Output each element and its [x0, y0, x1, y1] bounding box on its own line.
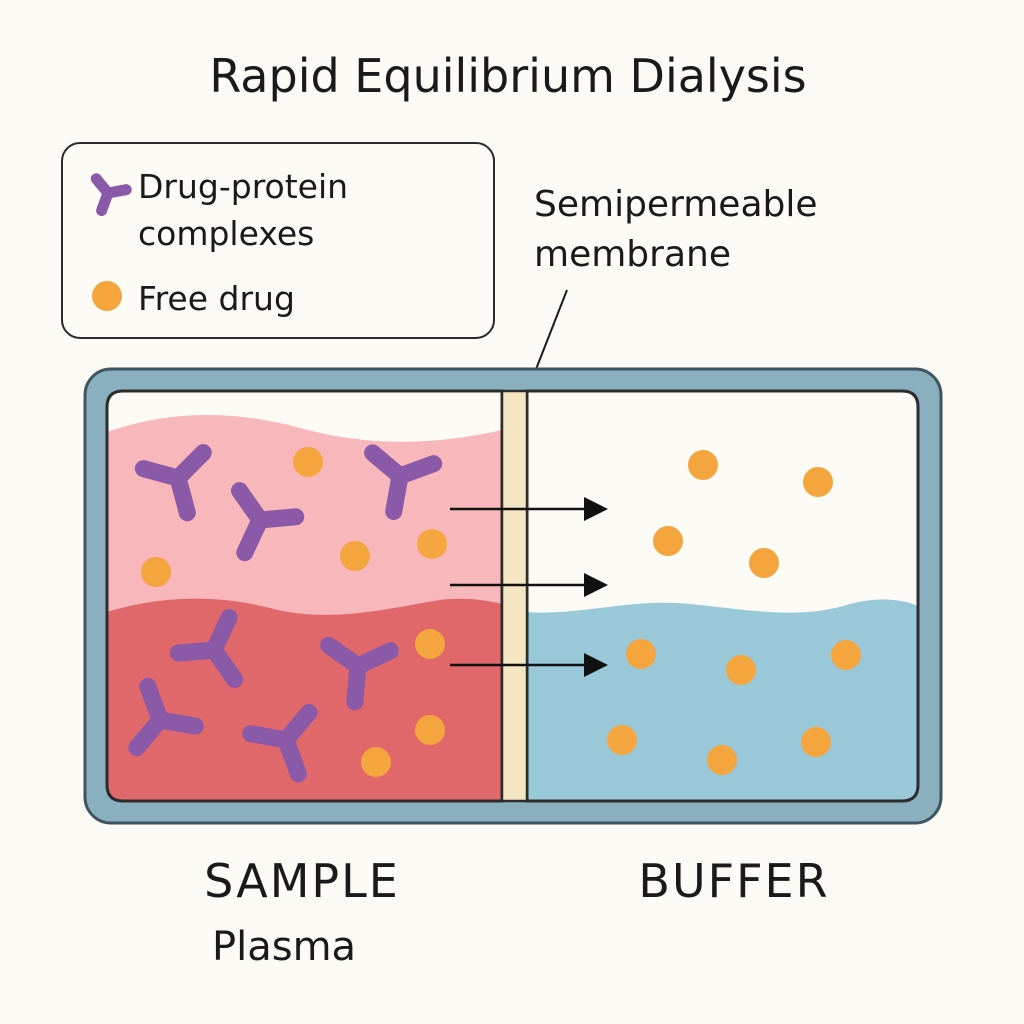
drug-protein-complexes [128, 444, 443, 783]
protein-complex [320, 636, 399, 711]
free-drug [801, 727, 831, 757]
free-drug [688, 450, 718, 480]
free-drug [417, 529, 447, 559]
free-drug [626, 639, 656, 669]
semipermeable-membrane [500, 389, 529, 803]
legend-drug-icon [92, 281, 122, 311]
free-drug [415, 629, 445, 659]
protein-complex [134, 444, 212, 522]
free-drug [726, 655, 756, 685]
free-drug [831, 640, 861, 670]
diffusion-arrow [450, 653, 608, 677]
legend: Drug-protein complexes Free drug [61, 142, 495, 339]
free-drug [749, 548, 779, 578]
legend-protein-label-line2: complexes [138, 214, 314, 253]
legend-box [61, 142, 495, 339]
membrane-label-line1: Semipermeable [534, 184, 818, 225]
buffer-chamber-outline [525, 389, 920, 803]
free-drug [415, 715, 445, 745]
free-drug [340, 541, 370, 571]
legend-protein-icon [90, 173, 132, 217]
membrane-label-line2: membrane [534, 234, 731, 275]
sample-label: SAMPLE [204, 854, 400, 908]
protein-complex [364, 444, 443, 520]
free-drug [653, 526, 683, 556]
free-drug [361, 747, 391, 777]
free-drug [607, 725, 637, 755]
diffusion-arrow [450, 573, 608, 597]
free-drug [707, 745, 737, 775]
protein-complex [169, 608, 244, 688]
plasma-label: Plasma [212, 924, 356, 970]
diffusion-arrow [450, 497, 608, 521]
diffusion-arrows [450, 497, 608, 677]
buffer-label: BUFFER [638, 854, 829, 908]
free-drug [141, 557, 171, 587]
legend-drug-label: Free drug [138, 279, 295, 318]
diagram-title: Rapid Equilibrium Dialysis [209, 49, 806, 103]
protein-complex [242, 703, 318, 783]
protein-complex [231, 482, 305, 562]
free-drug [293, 447, 323, 477]
free-drug-molecules [141, 447, 861, 777]
free-drug [803, 467, 833, 497]
protein-complex [128, 677, 204, 757]
legend-protein-label-line1: Drug-protein [138, 167, 348, 206]
